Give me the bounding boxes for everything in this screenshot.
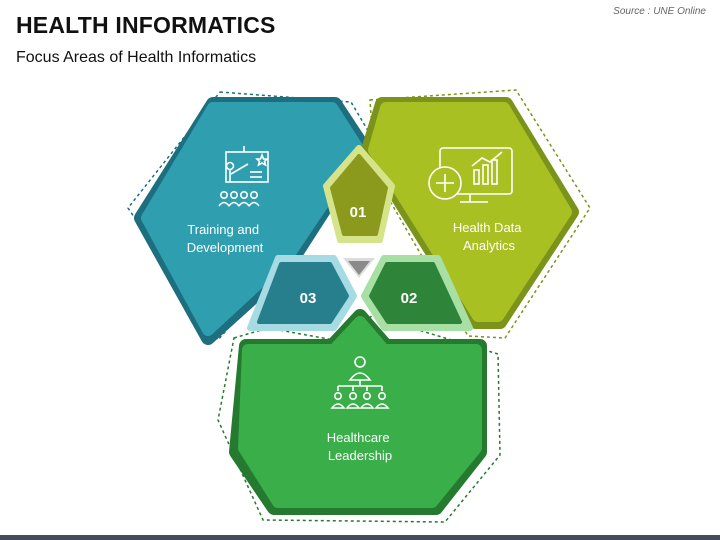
training-outline [127, 91, 371, 342]
page-title: HEALTH INFORMATICS [16, 12, 276, 38]
badge-01: 01 [323, 145, 395, 243]
analytics-label: Health Data Analytics [453, 220, 525, 253]
training-development-segment: Training and Development [127, 91, 371, 345]
badge-02: 02 [361, 255, 473, 331]
source-note: Source : UNE Online [613, 6, 706, 17]
leadership-label: Healthcare Leadership [327, 430, 394, 463]
training-presentation-icon [218, 146, 269, 207]
training-label: Training and Development [187, 222, 264, 255]
badge-01-number: 01 [350, 204, 367, 221]
triangle-down-inner [348, 261, 370, 275]
badge-02-number: 02 [401, 290, 418, 307]
analytics-outline [369, 89, 591, 339]
health-data-analytics-segment: Health Data Analytics [361, 89, 591, 339]
leadership-hierarchy-icon [330, 356, 390, 409]
leadership-hexagon [238, 316, 482, 508]
healthcare-leadership-segment: Healthcare Leadership [217, 309, 501, 523]
analytics-monitor-icon [428, 147, 513, 203]
page-subtitle: Focus Areas of Health Informatics [16, 49, 257, 66]
analytics-hexagon [368, 102, 572, 322]
badge-03: 03 [247, 255, 357, 331]
badge-03-number: 03 [300, 290, 317, 307]
bottom-accent-bar [0, 535, 720, 540]
